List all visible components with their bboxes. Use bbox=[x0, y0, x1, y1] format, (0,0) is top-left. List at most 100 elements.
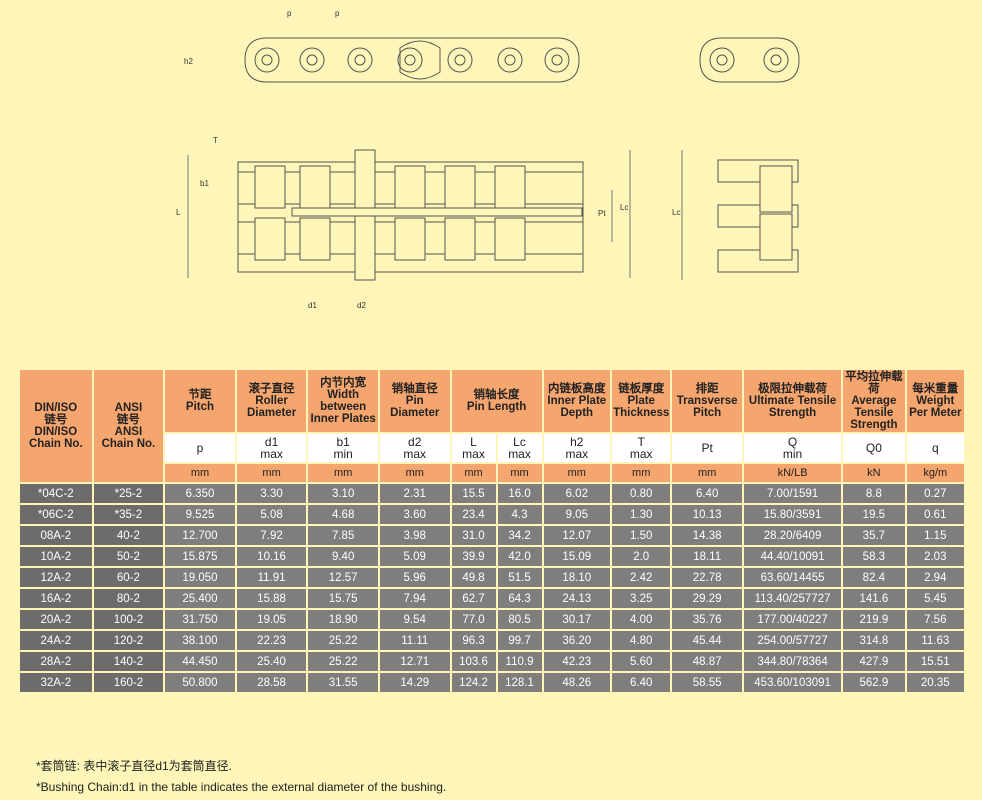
unit-d1: mm bbox=[236, 464, 307, 482]
table-cell: 20A-2 bbox=[20, 610, 92, 629]
table-cell: 35.7 bbox=[843, 526, 905, 545]
unit-T: mm bbox=[612, 464, 671, 482]
dim-Pt: Pt bbox=[598, 209, 606, 218]
table-cell: 25.400 bbox=[165, 589, 235, 608]
table-cell: 1.50 bbox=[612, 526, 671, 545]
table-cell: 77.0 bbox=[451, 610, 496, 629]
table-cell: 62.7 bbox=[451, 589, 496, 608]
table-cell: 5.09 bbox=[379, 547, 450, 566]
table-cell: 24A-2 bbox=[20, 631, 92, 650]
unit-Lc: mm bbox=[497, 464, 542, 482]
table-cell: 32A-2 bbox=[20, 673, 92, 692]
dim-p-2: p bbox=[335, 9, 340, 18]
table-cell: 100-2 bbox=[93, 610, 164, 629]
table-cell: 58.55 bbox=[672, 673, 742, 692]
footnotes: *套筒链: 表中滚子直径d1为套筒直径. *Bushing Chain:d1 i… bbox=[36, 757, 446, 800]
table-cell: 0.61 bbox=[906, 505, 964, 524]
dim-Lc-side: Lc bbox=[672, 208, 680, 217]
table-cell: 11.11 bbox=[379, 631, 450, 650]
table-cell: 12.07 bbox=[543, 526, 611, 545]
table-cell: 12A-2 bbox=[20, 568, 92, 587]
table-cell: 80.5 bbox=[497, 610, 542, 629]
unit-h2: mm bbox=[543, 464, 611, 482]
table-cell: 12.57 bbox=[308, 568, 378, 587]
table-cell: 44.40/10091 bbox=[743, 547, 842, 566]
chain-plan-view bbox=[187, 149, 631, 281]
table-cell: 3.10 bbox=[308, 484, 378, 503]
table-cell: *35-2 bbox=[93, 505, 164, 524]
sym-Pt: Pt bbox=[672, 434, 742, 462]
table-cell: 23.4 bbox=[451, 505, 496, 524]
table-cell: 1.15 bbox=[906, 526, 964, 545]
table-cell: 12.71 bbox=[379, 652, 450, 671]
table-cell: 36.20 bbox=[543, 631, 611, 650]
table-cell: 18.90 bbox=[308, 610, 378, 629]
unit-Q: kN/LB bbox=[743, 464, 842, 482]
table-cell: 10.16 bbox=[236, 547, 307, 566]
table-cell: 42.0 bbox=[497, 547, 542, 566]
table-cell: 19.5 bbox=[843, 505, 905, 524]
dim-b1: b1 bbox=[200, 179, 209, 188]
unit-Q0: kN bbox=[843, 464, 905, 482]
table-cell: 5.45 bbox=[906, 589, 964, 608]
table-cell: 3.30 bbox=[236, 484, 307, 503]
table-cell: 15.51 bbox=[906, 652, 964, 671]
table-cell: 5.96 bbox=[379, 568, 450, 587]
header-din-iso: DIN/ISO 链号 DIN/ISO Chain No. bbox=[20, 370, 92, 482]
table-cell: 2.31 bbox=[379, 484, 450, 503]
chain-spec-table: DIN/ISO 链号 DIN/ISO Chain No. ANSI 链号 ANS… bbox=[18, 368, 966, 694]
table-cell: 3.98 bbox=[379, 526, 450, 545]
table-cell: 44.450 bbox=[165, 652, 235, 671]
table-cell: 3.25 bbox=[612, 589, 671, 608]
table-cell: *04C-2 bbox=[20, 484, 92, 503]
table-cell: 4.3 bbox=[497, 505, 542, 524]
table-cell: 2.03 bbox=[906, 547, 964, 566]
dim-Lc: Lc bbox=[620, 203, 628, 212]
sym-q: q bbox=[906, 434, 964, 462]
dim-h2: h2 bbox=[184, 57, 193, 66]
table-cell: 344.80/78364 bbox=[743, 652, 842, 671]
table-cell: 6.40 bbox=[612, 673, 671, 692]
table-cell: 160-2 bbox=[93, 673, 164, 692]
chain-drawings: p p h2 T b1 L Lc Pt d1 d2 Lc bbox=[176, 9, 800, 310]
table-cell: 113.40/257727 bbox=[743, 589, 842, 608]
table-cell: 49.8 bbox=[451, 568, 496, 587]
footnote-en: *Bushing Chain:d1 in the table indicates… bbox=[36, 780, 447, 794]
table-cell: 80-2 bbox=[93, 589, 164, 608]
table-cell: 2.42 bbox=[612, 568, 671, 587]
table-cell: 6.350 bbox=[165, 484, 235, 503]
table-cell: 140-2 bbox=[93, 652, 164, 671]
table-cell: 7.56 bbox=[906, 610, 964, 629]
table-cell: 1.30 bbox=[612, 505, 671, 524]
table-cell: 08A-2 bbox=[20, 526, 92, 545]
table-cell: 219.9 bbox=[843, 610, 905, 629]
table-cell: 10A-2 bbox=[20, 547, 92, 566]
table-cell: 14.38 bbox=[672, 526, 742, 545]
table-cell: 40-2 bbox=[93, 526, 164, 545]
table-cell: 25.22 bbox=[308, 631, 378, 650]
dim-L: L bbox=[176, 208, 181, 217]
table-cell: 5.60 bbox=[612, 652, 671, 671]
table-cell: 19.050 bbox=[165, 568, 235, 587]
table-cell: 63.60/14455 bbox=[743, 568, 842, 587]
table-cell: 38.100 bbox=[165, 631, 235, 650]
table-cell: *06C-2 bbox=[20, 505, 92, 524]
table-cell: 39.9 bbox=[451, 547, 496, 566]
unit-q: kg/m bbox=[906, 464, 964, 482]
table-cell: 177.00/40227 bbox=[743, 610, 842, 629]
footnote-zh: *套筒链: 表中滚子直径d1为套筒直径. bbox=[36, 759, 233, 773]
table-cell: 4.68 bbox=[308, 505, 378, 524]
table-cell: 96.3 bbox=[451, 631, 496, 650]
